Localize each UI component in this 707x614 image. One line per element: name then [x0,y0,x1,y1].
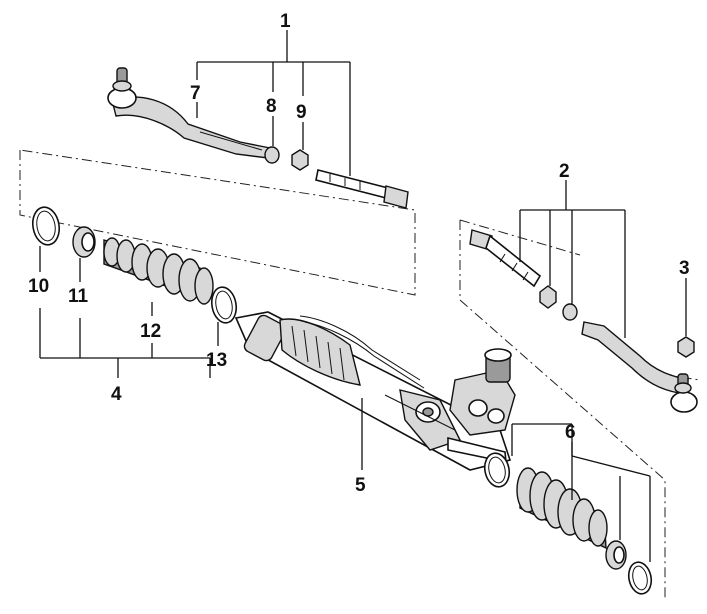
left-bushing [72,226,96,258]
callout-labels: 1 2 3 4 5 6 7 8 9 10 11 12 13 [28,11,690,496]
callout-4: 4 [111,384,122,405]
callout-11: 11 [68,286,89,307]
right-clamp-inner [483,452,511,488]
callout-1: 1 [280,11,291,32]
callout-2: 2 [559,161,570,182]
callout-9: 9 [296,102,307,123]
callout-13: 13 [206,350,227,371]
steering-rack-housing [234,311,516,471]
right-bushing [605,540,627,570]
left-tie-rod-end [107,67,271,159]
right-lock-nut [539,285,557,309]
leader-lines [39,30,687,562]
housing-ribs [291,325,345,381]
callout-8: 8 [266,96,277,117]
left-inner-tie-rod [315,169,409,209]
right-bellows-boot [516,467,608,550]
right-clamp-outer [627,561,653,595]
right-jam-nut [562,303,578,321]
callout-10: 10 [28,276,49,297]
jam-nut [264,146,280,164]
right-inner-tie-rod [469,229,542,288]
castle-nut [677,336,695,358]
left-clamp-outer [31,206,61,246]
callout-6: 6 [565,422,576,443]
left-group-boundary [19,149,416,296]
left-bellows-boot [103,237,214,305]
right-tie-rod-end [581,321,698,413]
callout-7: 7 [190,83,201,104]
left-clamp-inner [210,286,238,324]
lock-nut [291,149,309,171]
callout-5: 5 [355,475,366,496]
callout-3: 3 [679,258,690,279]
callout-12: 12 [140,321,161,342]
